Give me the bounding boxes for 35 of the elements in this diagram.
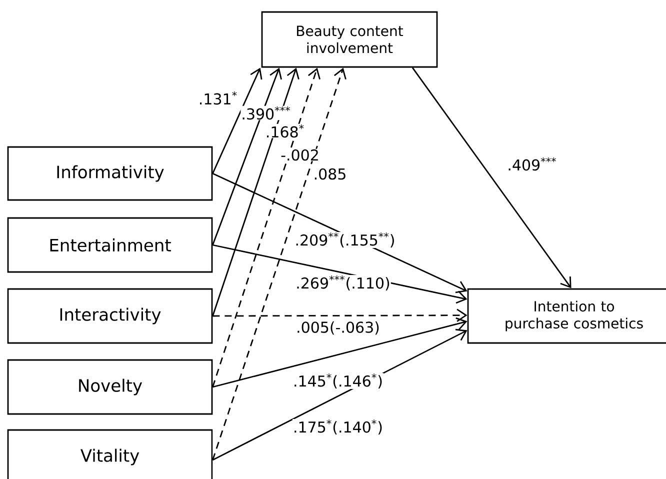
path-arrow <box>212 317 468 388</box>
coefficient-label: .145$^{*}$(.146$^{*}$) <box>292 373 384 389</box>
coefficient-label: .209$^{**}$(.155$^{**}$) <box>294 232 396 248</box>
coefficient-label: .131$^{*}$ <box>198 90 238 106</box>
path-arrow <box>212 68 300 316</box>
node-label: Entertainment <box>50 238 171 252</box>
construct-box <box>7 429 213 479</box>
node-label: Informativity <box>57 165 164 182</box>
coefficient-label: .269$^{***}$(.110) <box>295 275 391 291</box>
construct-box <box>7 359 213 415</box>
coefficient-label: -.002 <box>280 148 320 162</box>
node-label: Interactivity <box>60 308 161 324</box>
coefficient-label: .168$^{*}$ <box>264 124 306 138</box>
path-arrow <box>212 328 468 461</box>
path-arrow <box>212 308 468 322</box>
construct-box <box>7 288 213 344</box>
construct-box <box>261 11 438 68</box>
node-label: Novelty <box>79 378 142 396</box>
node-label: Intention to purchase cosmetics <box>506 300 643 332</box>
construct-box <box>7 217 213 273</box>
construct-box <box>7 146 213 201</box>
path-arrow <box>412 67 572 288</box>
coefficient-label: .085 <box>312 168 348 180</box>
path-arrow <box>212 68 346 460</box>
coefficient-label: .175$^{*}$(.140$^{*}$) <box>292 419 384 435</box>
node-label: Beauty content involvement <box>297 26 404 54</box>
path-arrow <box>212 68 320 388</box>
node-label: Vitality <box>80 448 140 466</box>
construct-box <box>467 288 666 344</box>
path-arrow <box>212 172 468 294</box>
coefficient-label: .390$^{***}$ <box>240 106 292 120</box>
path-arrow <box>212 68 262 174</box>
path-arrow <box>212 68 282 246</box>
coefficient-label: .409$^{***}$ <box>506 156 558 172</box>
coefficient-label: .005(-.063) <box>296 320 380 336</box>
